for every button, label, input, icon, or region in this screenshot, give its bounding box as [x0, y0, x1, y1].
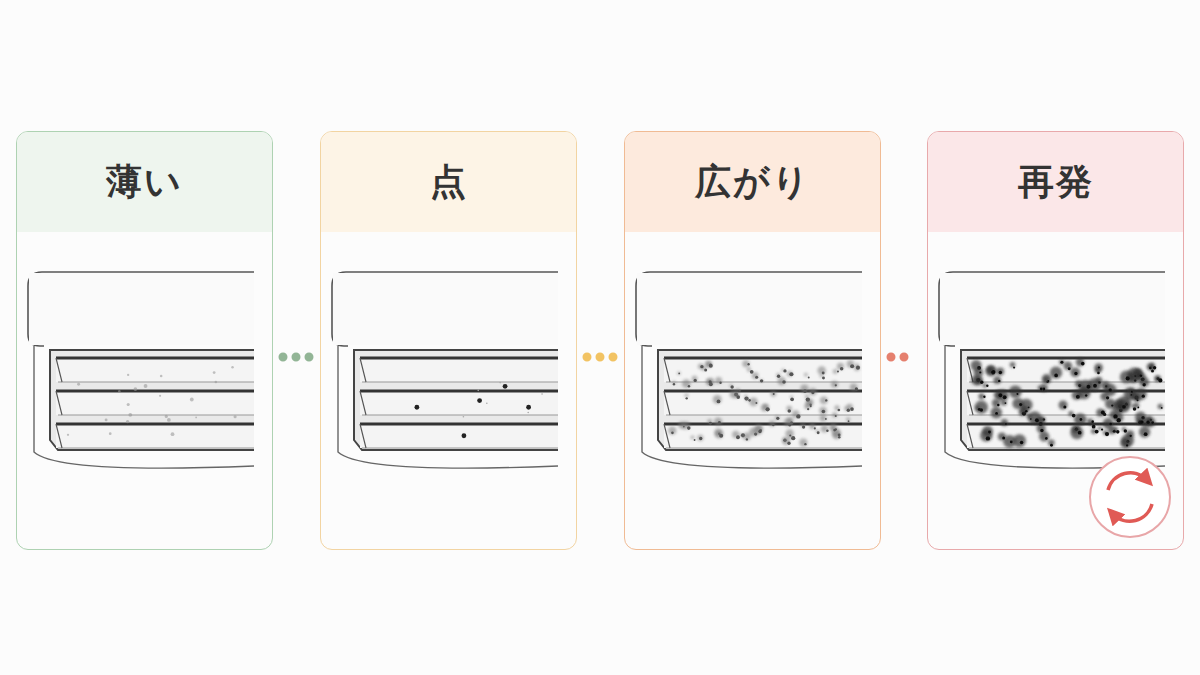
aircon-unit [28, 272, 254, 468]
panel-header: 広がり [625, 132, 880, 232]
recycle-icon [1090, 457, 1170, 537]
stage-label: 点 [430, 158, 468, 207]
aircon-unit [636, 272, 862, 468]
mould-spots [414, 382, 542, 438]
stage-label: 再発 [1018, 158, 1094, 207]
panel-header: 薄い [17, 132, 272, 232]
stage-panel: 薄い [16, 131, 273, 550]
dotted-connector [587, 353, 614, 362]
dotted-connector [891, 353, 917, 362]
stage-panel: 広がり [624, 131, 881, 550]
panel-header: 再発 [928, 132, 1183, 232]
mould-spots [67, 366, 237, 436]
dotted-connector [283, 353, 310, 362]
mould-spots [668, 360, 860, 446]
panel-header: 点 [321, 132, 576, 232]
mould-spots [971, 358, 1163, 448]
stage-panel: 点 [320, 131, 577, 550]
stage-label: 薄い [106, 158, 183, 207]
aircon-unit [332, 272, 558, 468]
stage-label: 広がり [695, 158, 811, 207]
stage-panel: 再発 [927, 131, 1184, 550]
aircon-unit [939, 272, 1165, 468]
